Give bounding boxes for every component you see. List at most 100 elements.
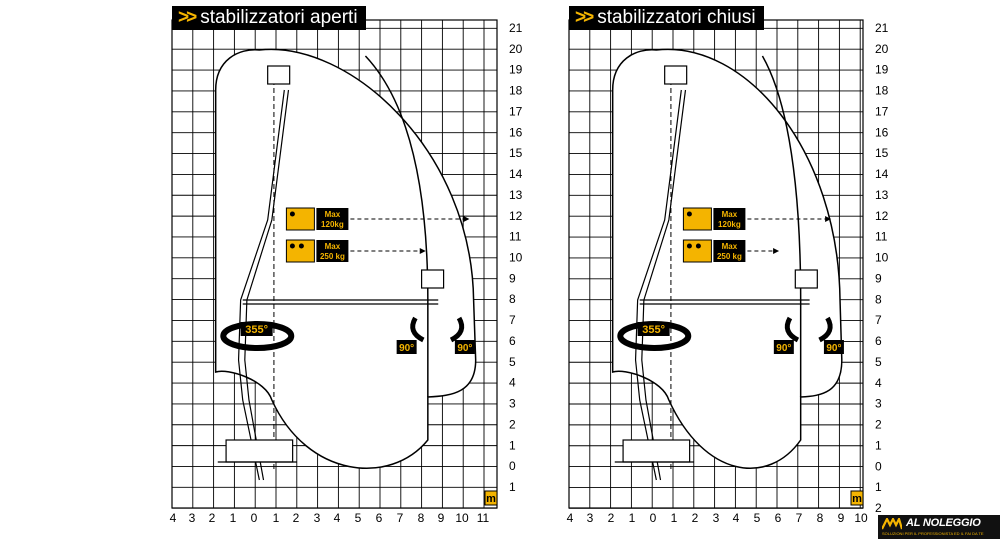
person-icon bbox=[686, 211, 692, 217]
x-tick-label: 6 bbox=[376, 511, 383, 525]
y-tick-label: 3 bbox=[509, 397, 516, 411]
y-tick-label: 16 bbox=[875, 125, 889, 139]
rot90-bg bbox=[823, 340, 844, 354]
y-tick-label: 6 bbox=[875, 334, 882, 348]
y-tick-label: 2 bbox=[509, 417, 516, 431]
y-tick-label: 7 bbox=[509, 313, 516, 327]
rotation-90-right: 90° bbox=[449, 316, 475, 354]
y-tick-label: 20 bbox=[875, 42, 889, 56]
y-tick-label: 4 bbox=[875, 376, 882, 390]
rotation-90-left: 90° bbox=[396, 316, 425, 354]
rotation-355-badge: 355° bbox=[220, 321, 295, 351]
x-tick-label: 1 bbox=[671, 511, 678, 525]
y-tick-label: 19 bbox=[875, 63, 889, 77]
x-tick-label: 10 bbox=[455, 511, 469, 525]
logo-brand-text: AL NOLEGGIO bbox=[906, 517, 981, 529]
person-icon bbox=[695, 243, 701, 249]
y-tick-label: 18 bbox=[875, 84, 889, 98]
reach-arrow-icon bbox=[463, 216, 470, 222]
y-tick-label: 0 bbox=[875, 459, 882, 473]
basket-top bbox=[664, 65, 688, 85]
x-tick-label: 4 bbox=[567, 511, 574, 525]
logo-tagline: SOLUZIONI PER IL PROFESSIONISTA ED IL FA… bbox=[882, 531, 984, 536]
x-tick-label: 1 bbox=[629, 511, 636, 525]
person-icon bbox=[289, 243, 295, 249]
y-tick-label: 14 bbox=[875, 167, 889, 181]
load-kg-text: 120kg bbox=[718, 220, 741, 229]
y-tick-label: 14 bbox=[509, 167, 523, 181]
y-tick-label: 21 bbox=[875, 21, 889, 35]
boom-lower bbox=[634, 89, 682, 481]
y-tick-label: 11 bbox=[509, 230, 522, 244]
x-tick-label: 3 bbox=[587, 511, 594, 525]
y-tick-label: 13 bbox=[875, 188, 889, 202]
x-tick-label: 2 bbox=[209, 511, 216, 525]
rot90-label: 90° bbox=[457, 343, 472, 354]
title-text: stabilizzatori chiusi bbox=[597, 7, 756, 28]
load-max-text: Max bbox=[722, 210, 738, 219]
load-kg-text: 250 kg bbox=[320, 252, 345, 261]
person-icon bbox=[289, 211, 295, 217]
logo-mark-icon bbox=[882, 518, 902, 530]
y-tick-label: 6 bbox=[509, 334, 516, 348]
x-tick-label: 5 bbox=[355, 511, 362, 525]
rotation-355-badge: 355° bbox=[617, 321, 692, 351]
y-tick-label: 1 bbox=[875, 438, 882, 452]
y-tick-label: 15 bbox=[875, 146, 889, 160]
y-tick-label: 2 bbox=[875, 418, 882, 432]
load-pictogram-bg bbox=[682, 207, 712, 231]
x-tick-label: 7 bbox=[397, 511, 404, 525]
load-pictogram-bg bbox=[285, 207, 315, 231]
y-tick-label: 10 bbox=[875, 251, 889, 265]
x-tick-label: 2 bbox=[293, 511, 300, 525]
chevron-icon: >> bbox=[178, 7, 197, 28]
load-max-text: Max bbox=[325, 210, 341, 219]
x-tick-label: 8 bbox=[817, 511, 824, 525]
rotation-label: 355° bbox=[245, 324, 268, 336]
rotation-label-bg bbox=[240, 322, 273, 336]
x-tick-label: 2 bbox=[608, 511, 615, 525]
reach-arrow-icon bbox=[773, 248, 780, 254]
rot90-bg bbox=[396, 340, 417, 354]
rotation-label: 355° bbox=[642, 324, 665, 336]
x-tick-label: 10 bbox=[854, 511, 868, 525]
chevron-icon: >> bbox=[575, 7, 594, 28]
x-tick-label: 0 bbox=[251, 511, 258, 525]
panel-title-closed: >>stabilizzatori chiusi bbox=[569, 6, 764, 30]
vehicle-body bbox=[622, 439, 691, 463]
rotate-right-arrow-icon bbox=[449, 316, 465, 343]
y-tick-label: 17 bbox=[875, 104, 889, 118]
x-tick-label: 1 bbox=[273, 511, 280, 525]
y-tick-label: 12 bbox=[509, 209, 523, 223]
y-tick-label: 18 bbox=[509, 84, 523, 98]
rot90-label: 90° bbox=[776, 343, 791, 354]
rotate-left-arrow-icon bbox=[784, 316, 800, 343]
y-tick-label: 10 bbox=[509, 251, 523, 265]
rotate-right-arrow-icon bbox=[818, 316, 833, 343]
x-tick-label: 6 bbox=[775, 511, 782, 525]
x-tick-label: 9 bbox=[838, 511, 845, 525]
x-tick-label: 3 bbox=[314, 511, 321, 525]
load-label-bg bbox=[713, 240, 746, 262]
y-tick-label: 7 bbox=[875, 313, 882, 327]
x-tick-label: 4 bbox=[170, 511, 177, 525]
y-tick-label: 11 bbox=[875, 230, 888, 244]
basket-side bbox=[794, 269, 818, 289]
x-tick-label: 9 bbox=[438, 511, 445, 525]
unit-badge-bg bbox=[484, 490, 498, 506]
brand-logo: AL NOLEGGIO SOLUZIONI PER IL PROFESSIONI… bbox=[878, 515, 1000, 539]
load-max-text: Max bbox=[325, 242, 341, 251]
y-tick-label: 9 bbox=[509, 271, 516, 285]
panel-title-open: >>stabilizzatori aperti bbox=[172, 6, 366, 30]
vehicle-body bbox=[225, 439, 294, 463]
x-tick-label: 1 bbox=[230, 511, 237, 525]
y-tick-label: 3 bbox=[875, 397, 882, 411]
